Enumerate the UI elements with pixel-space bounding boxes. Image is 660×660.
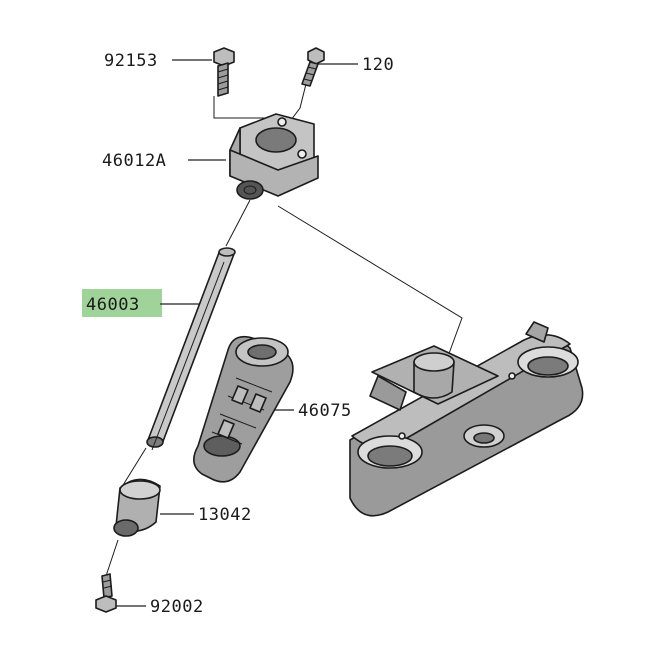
callout-120[interactable]: 120 xyxy=(362,55,394,75)
bolt-92002 xyxy=(95,573,117,613)
triple-clamp xyxy=(349,321,584,517)
grip-46075 xyxy=(193,335,294,483)
callout-13042[interactable]: 13042 xyxy=(198,505,252,525)
callout-92002[interactable]: 92002 xyxy=(150,597,204,617)
callout-46003[interactable]: 46003 xyxy=(86,295,140,315)
callout-46012a[interactable]: 46012A xyxy=(102,151,166,171)
clamp-46012a xyxy=(229,113,319,200)
callout-46075[interactable]: 46075 xyxy=(298,401,352,421)
bolt-92153 xyxy=(213,47,235,97)
bolt-120 xyxy=(301,47,325,87)
highlight-46003 xyxy=(82,289,162,317)
bar-end-weight-13042 xyxy=(113,478,161,537)
callout-92153[interactable]: 92153 xyxy=(104,51,158,71)
handlebar-tube-46003 xyxy=(146,247,236,451)
